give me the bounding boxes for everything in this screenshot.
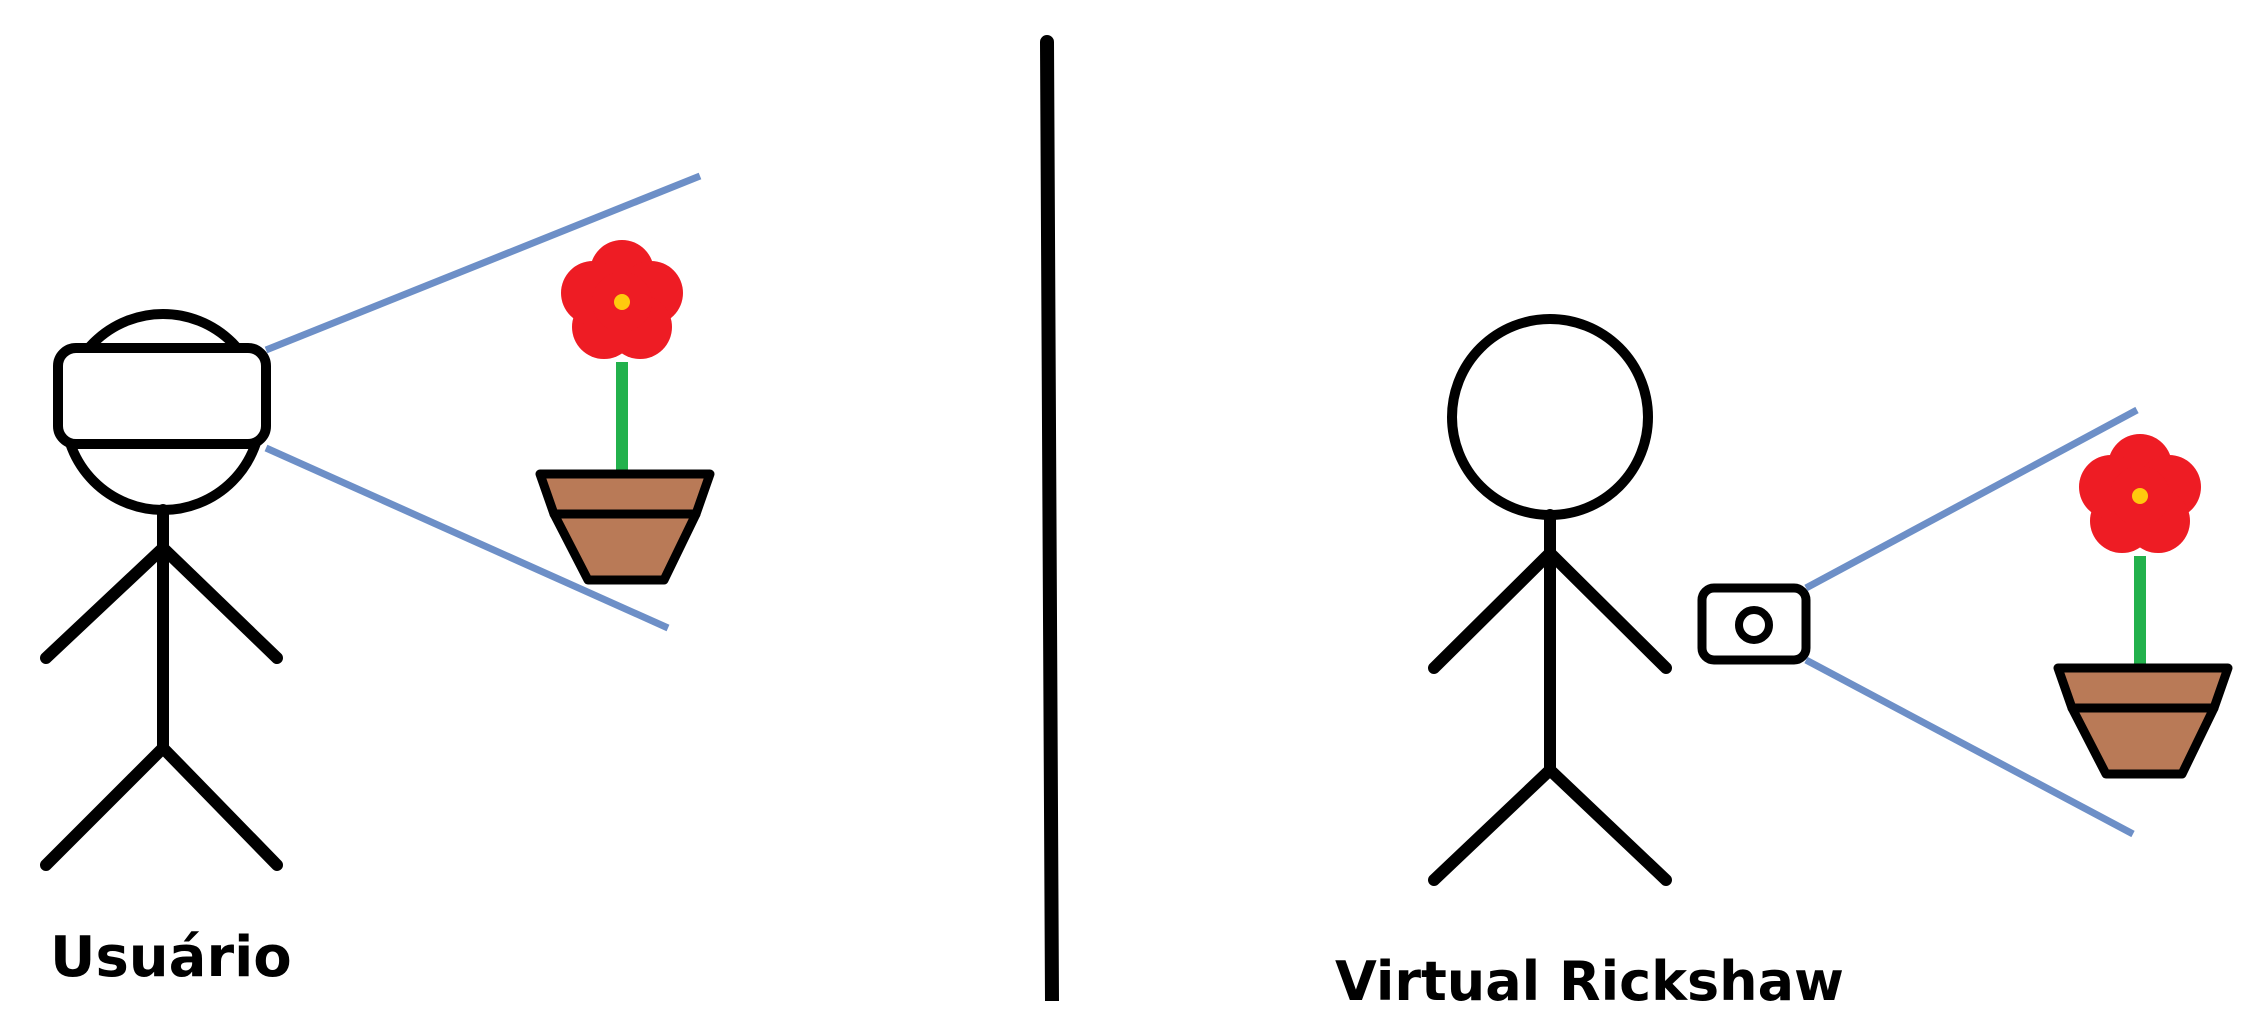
rickshaw-figure — [1434, 319, 1666, 880]
vr-headset-icon — [58, 348, 266, 444]
potted-flower-icon — [2058, 434, 2228, 774]
label-usuario: Usuário — [50, 930, 292, 986]
divider-line — [1047, 42, 1052, 1001]
potted-flower-icon — [540, 240, 710, 580]
camera-icon — [1702, 588, 1806, 660]
